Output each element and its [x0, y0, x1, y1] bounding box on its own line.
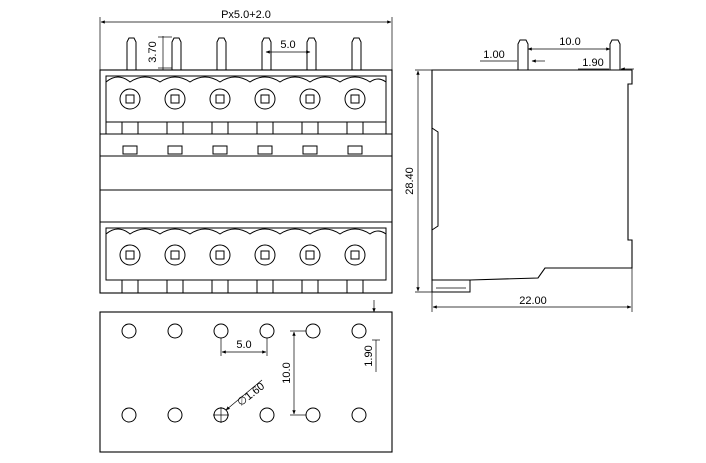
lower-block — [301, 279, 319, 294]
offset-left-label: 1.00 — [483, 49, 504, 61]
pcb-hole — [351, 323, 367, 339]
pcb-holes-top-row — [121, 323, 367, 339]
top-pins — [126, 37, 362, 70]
side-pin-right — [609, 39, 621, 70]
pcb-hole — [167, 323, 183, 339]
screw-slot — [170, 250, 180, 260]
upper-screws — [119, 88, 366, 110]
pcb-layout: 5.0 10.0 1.90 ∅1.60 — [99, 300, 393, 453]
screw-icon — [299, 244, 321, 266]
pcb-hole — [259, 407, 275, 423]
screw-slot — [170, 94, 180, 104]
lower-plug — [105, 227, 387, 281]
row-spacing-label: 10.0 — [281, 362, 293, 383]
pcb-hole — [121, 407, 137, 423]
lower-block — [346, 279, 364, 294]
lower-plug-ridges — [105, 228, 387, 235]
screw-icon — [164, 244, 186, 266]
pin-1 — [126, 37, 137, 70]
offset-right-label: 1.90 — [582, 57, 603, 69]
screw-icon — [119, 244, 141, 266]
pin-spacing-label: 10.0 — [559, 36, 580, 48]
height-label: 28.40 — [404, 167, 416, 195]
screw-slot — [125, 250, 135, 260]
screw-icon — [254, 244, 276, 266]
screw-slot — [260, 94, 270, 104]
lower-terminal-blocks — [121, 279, 364, 294]
screw-slot — [215, 250, 225, 260]
pcb-pitch-label: 5.0 — [236, 339, 251, 351]
screw-icon — [344, 88, 366, 110]
lower-block — [166, 279, 184, 294]
screw-slot — [260, 250, 270, 260]
mid-slot — [302, 145, 318, 155]
lower-block — [211, 279, 229, 294]
pcb-outline — [99, 311, 393, 453]
lower-block — [121, 279, 139, 294]
mid-slot — [257, 145, 273, 155]
pin-6 — [351, 37, 362, 70]
width-dimension-label: Px5.0+2.0 — [221, 9, 271, 21]
side-view: 10.0 1.00 1.90 28.40 22.00 — [404, 36, 634, 312]
screw-icon — [164, 88, 186, 110]
front-view: Px5.0+2.0 3.70 5.0 — [99, 9, 393, 294]
screw-icon — [344, 244, 366, 266]
screw-slot — [305, 250, 315, 260]
depth-label: 22.00 — [519, 295, 547, 307]
lower-screws — [119, 244, 366, 266]
screw-icon — [119, 88, 141, 110]
side-pin-left — [517, 39, 529, 70]
upper-plug-ridges — [105, 76, 387, 83]
pin-2 — [171, 37, 182, 70]
lower-block — [256, 279, 274, 294]
screw-icon — [254, 88, 276, 110]
screw-icon — [209, 88, 231, 110]
screw-slot — [350, 94, 360, 104]
screw-slot — [350, 250, 360, 260]
mid-slots — [122, 145, 363, 155]
housing-outline — [99, 69, 393, 294]
pcb-hole — [351, 407, 367, 423]
side-body-outline — [431, 69, 633, 281]
pin-5 — [306, 37, 317, 70]
pin-3 — [216, 37, 227, 70]
pitch-label: 5.0 — [280, 39, 295, 51]
screw-slot — [125, 94, 135, 104]
mid-slot — [212, 145, 228, 155]
pin-4 — [261, 37, 272, 70]
mid-slot — [347, 145, 363, 155]
screw-slot — [215, 94, 225, 104]
mid-slot — [167, 145, 183, 155]
row-offset-label: 1.90 — [363, 345, 375, 366]
screw-icon — [209, 244, 231, 266]
screw-slot — [305, 94, 315, 104]
pcb-hole — [121, 323, 137, 339]
side-foot — [431, 280, 471, 293]
pin-height-label: 3.70 — [147, 41, 159, 62]
screw-icon — [299, 88, 321, 110]
mid-slot — [122, 145, 138, 155]
pcb-hole — [167, 407, 183, 423]
side-notch — [431, 127, 439, 231]
diameter-leader — [225, 379, 263, 411]
